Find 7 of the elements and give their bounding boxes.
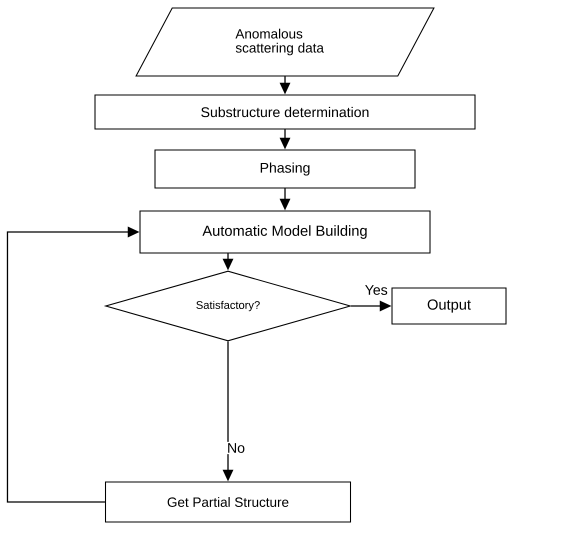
edge-label: Yes bbox=[364, 284, 389, 296]
edge-label: No bbox=[226, 442, 246, 454]
process-box: Automatic Model Building bbox=[139, 210, 431, 254]
process-box: Phasing bbox=[154, 149, 416, 189]
process-box: Substructure determination bbox=[94, 94, 476, 130]
output-box: Output bbox=[391, 287, 507, 325]
process-box: Get Partial Structure bbox=[104, 481, 352, 523]
